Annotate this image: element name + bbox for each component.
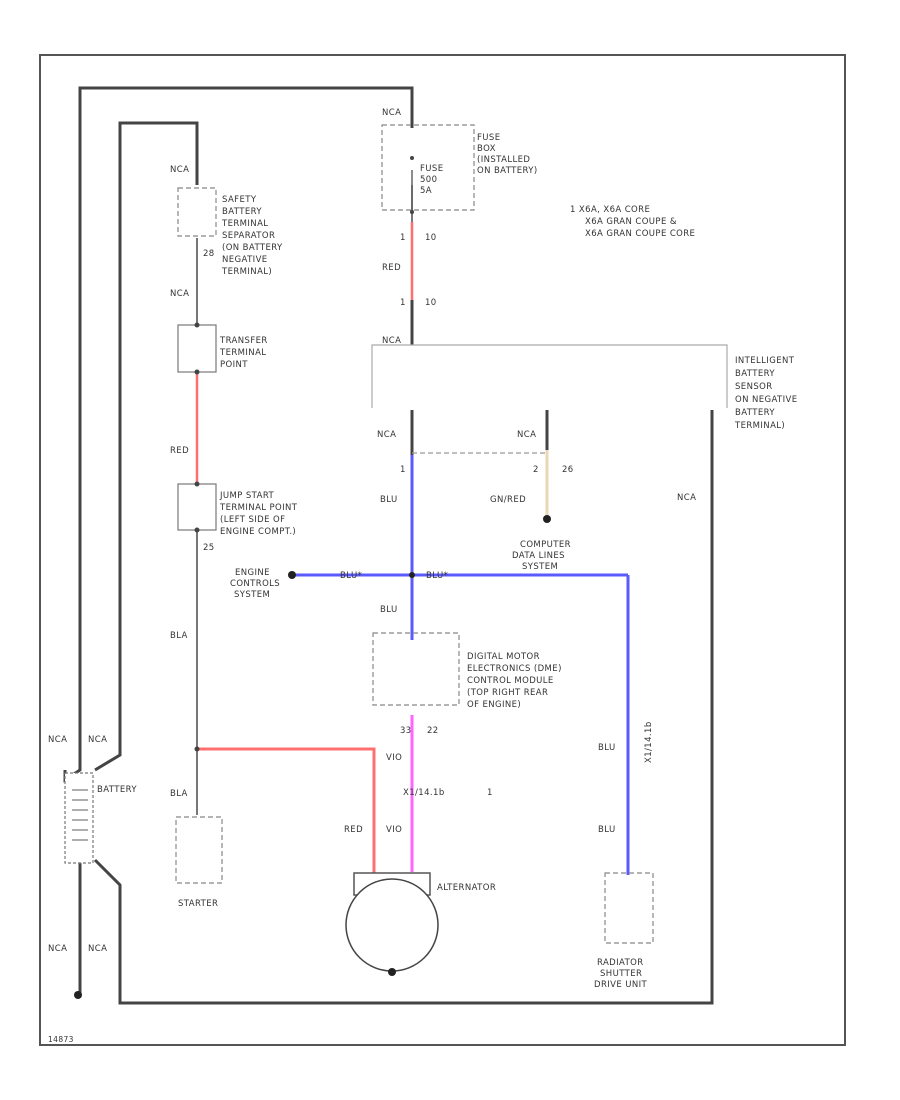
starter-label: STARTER [178,899,218,909]
dme-label: DIGITAL MOTOR ELECTRONICS (DME) CONTROL … [467,652,565,710]
battery-label: BATTERY [97,785,137,795]
footnote: 1 X6A, X6A CORE X6A GRAN COUPE & X6A GRA… [570,205,695,239]
component-labels: FUSE BOX (INSTALLED ON BATTERY) FUSE 500… [97,133,801,990]
label-nca-bat-3: NCA [48,944,67,954]
fuse-box-label: FUSE BOX (INSTALLED ON BATTERY) [477,133,538,176]
label-red-left: RED [170,446,189,456]
label-nca-safety: NCA [170,165,189,175]
blue-data-wires [295,455,630,875]
computer-data-label: COMPUTER DATA LINES SYSTEM [512,540,574,572]
label-vio-upper: VIO [386,753,402,763]
label-nca-right: NCA [677,493,696,503]
alternator-label: ALTERNATOR [437,883,496,893]
label-pin-10-bot: 10 [425,298,437,308]
label-pin-1-bot: 1 [400,298,406,308]
label-vio-lower: VIO [386,825,402,835]
label-gnared: GN/RED [490,495,526,505]
label-bla-starter: BLA [170,789,188,799]
fuse-label: FUSE 500 5A [420,164,447,196]
label-blu-shutter-up: BLU [598,743,616,753]
wire-labels: NCA NCA 28 NCA RED 25 BLA BLA 1 10 RED 1… [48,108,696,1044]
label-nca-blu: NCA [377,430,396,440]
label-nca-bat-1: NCA [48,735,67,745]
label-nca-ibs: NCA [382,336,401,346]
label-pin-2: 2 [533,465,539,475]
label-x-conn-vert: X1/14.1b [644,721,654,763]
label-pin-10-top: 10 [425,233,437,243]
label-footnote-marker: 1 [487,788,493,798]
label-part-code: 14873 [48,1035,74,1044]
label-pin-33: 33 [400,726,412,736]
label-pin-1-blu: 1 [400,465,406,475]
label-pin-28-a: 28 [203,249,215,259]
alternator-symbol [345,872,439,976]
label-pin-1-top: 1 [400,233,406,243]
label-blu-upper: BLU [380,495,398,505]
label-bla-left: BLA [170,631,188,641]
radiator-shutter-label: RADIATOR SHUTTER DRIVE UNIT [594,958,648,990]
ibs-label: INTELLIGENT BATTERY SENSOR ON NEGATIVE B… [734,356,801,431]
label-blu-shutter-low: BLU [598,825,616,835]
label-blu-mid: BLU [380,605,398,615]
label-pin-22: 22 [427,726,439,736]
label-nca-transfer: NCA [170,289,189,299]
engine-controls-label: ENGINE CONTROLS SYSTEM [230,568,283,600]
label-nca-bat-2: NCA [88,735,107,745]
label-x-conn: X1/14.1b [403,788,445,798]
label-red-fuse: RED [382,263,401,273]
label-pin-26: 26 [562,465,574,475]
diagram-frame [39,54,846,1046]
fuse-symbol [410,156,414,214]
ibs-outline [371,344,728,408]
jump-start-label: JUMP START TERMINAL POINT (LEFT SIDE OF … [219,491,301,537]
dashed-components [175,124,654,944]
label-blu-left: BLU* [340,571,362,581]
label-nca-tan: NCA [517,430,536,440]
safety-terminal-label: SAFETY BATTERY TERMINAL SEPARATOR (ON BA… [221,195,286,277]
label-pin-25: 25 [203,543,215,553]
transfer-point-label: TRANSFER TERMINAL POINT [219,336,271,370]
label-nca-fuse: NCA [382,108,401,118]
red-wire-to-alternator [197,747,376,873]
label-nca-bat-4: NCA [88,944,107,954]
label-red-alt: RED [344,825,363,835]
battery-symbol [64,772,94,999]
label-blu-right: BLU* [426,571,448,581]
